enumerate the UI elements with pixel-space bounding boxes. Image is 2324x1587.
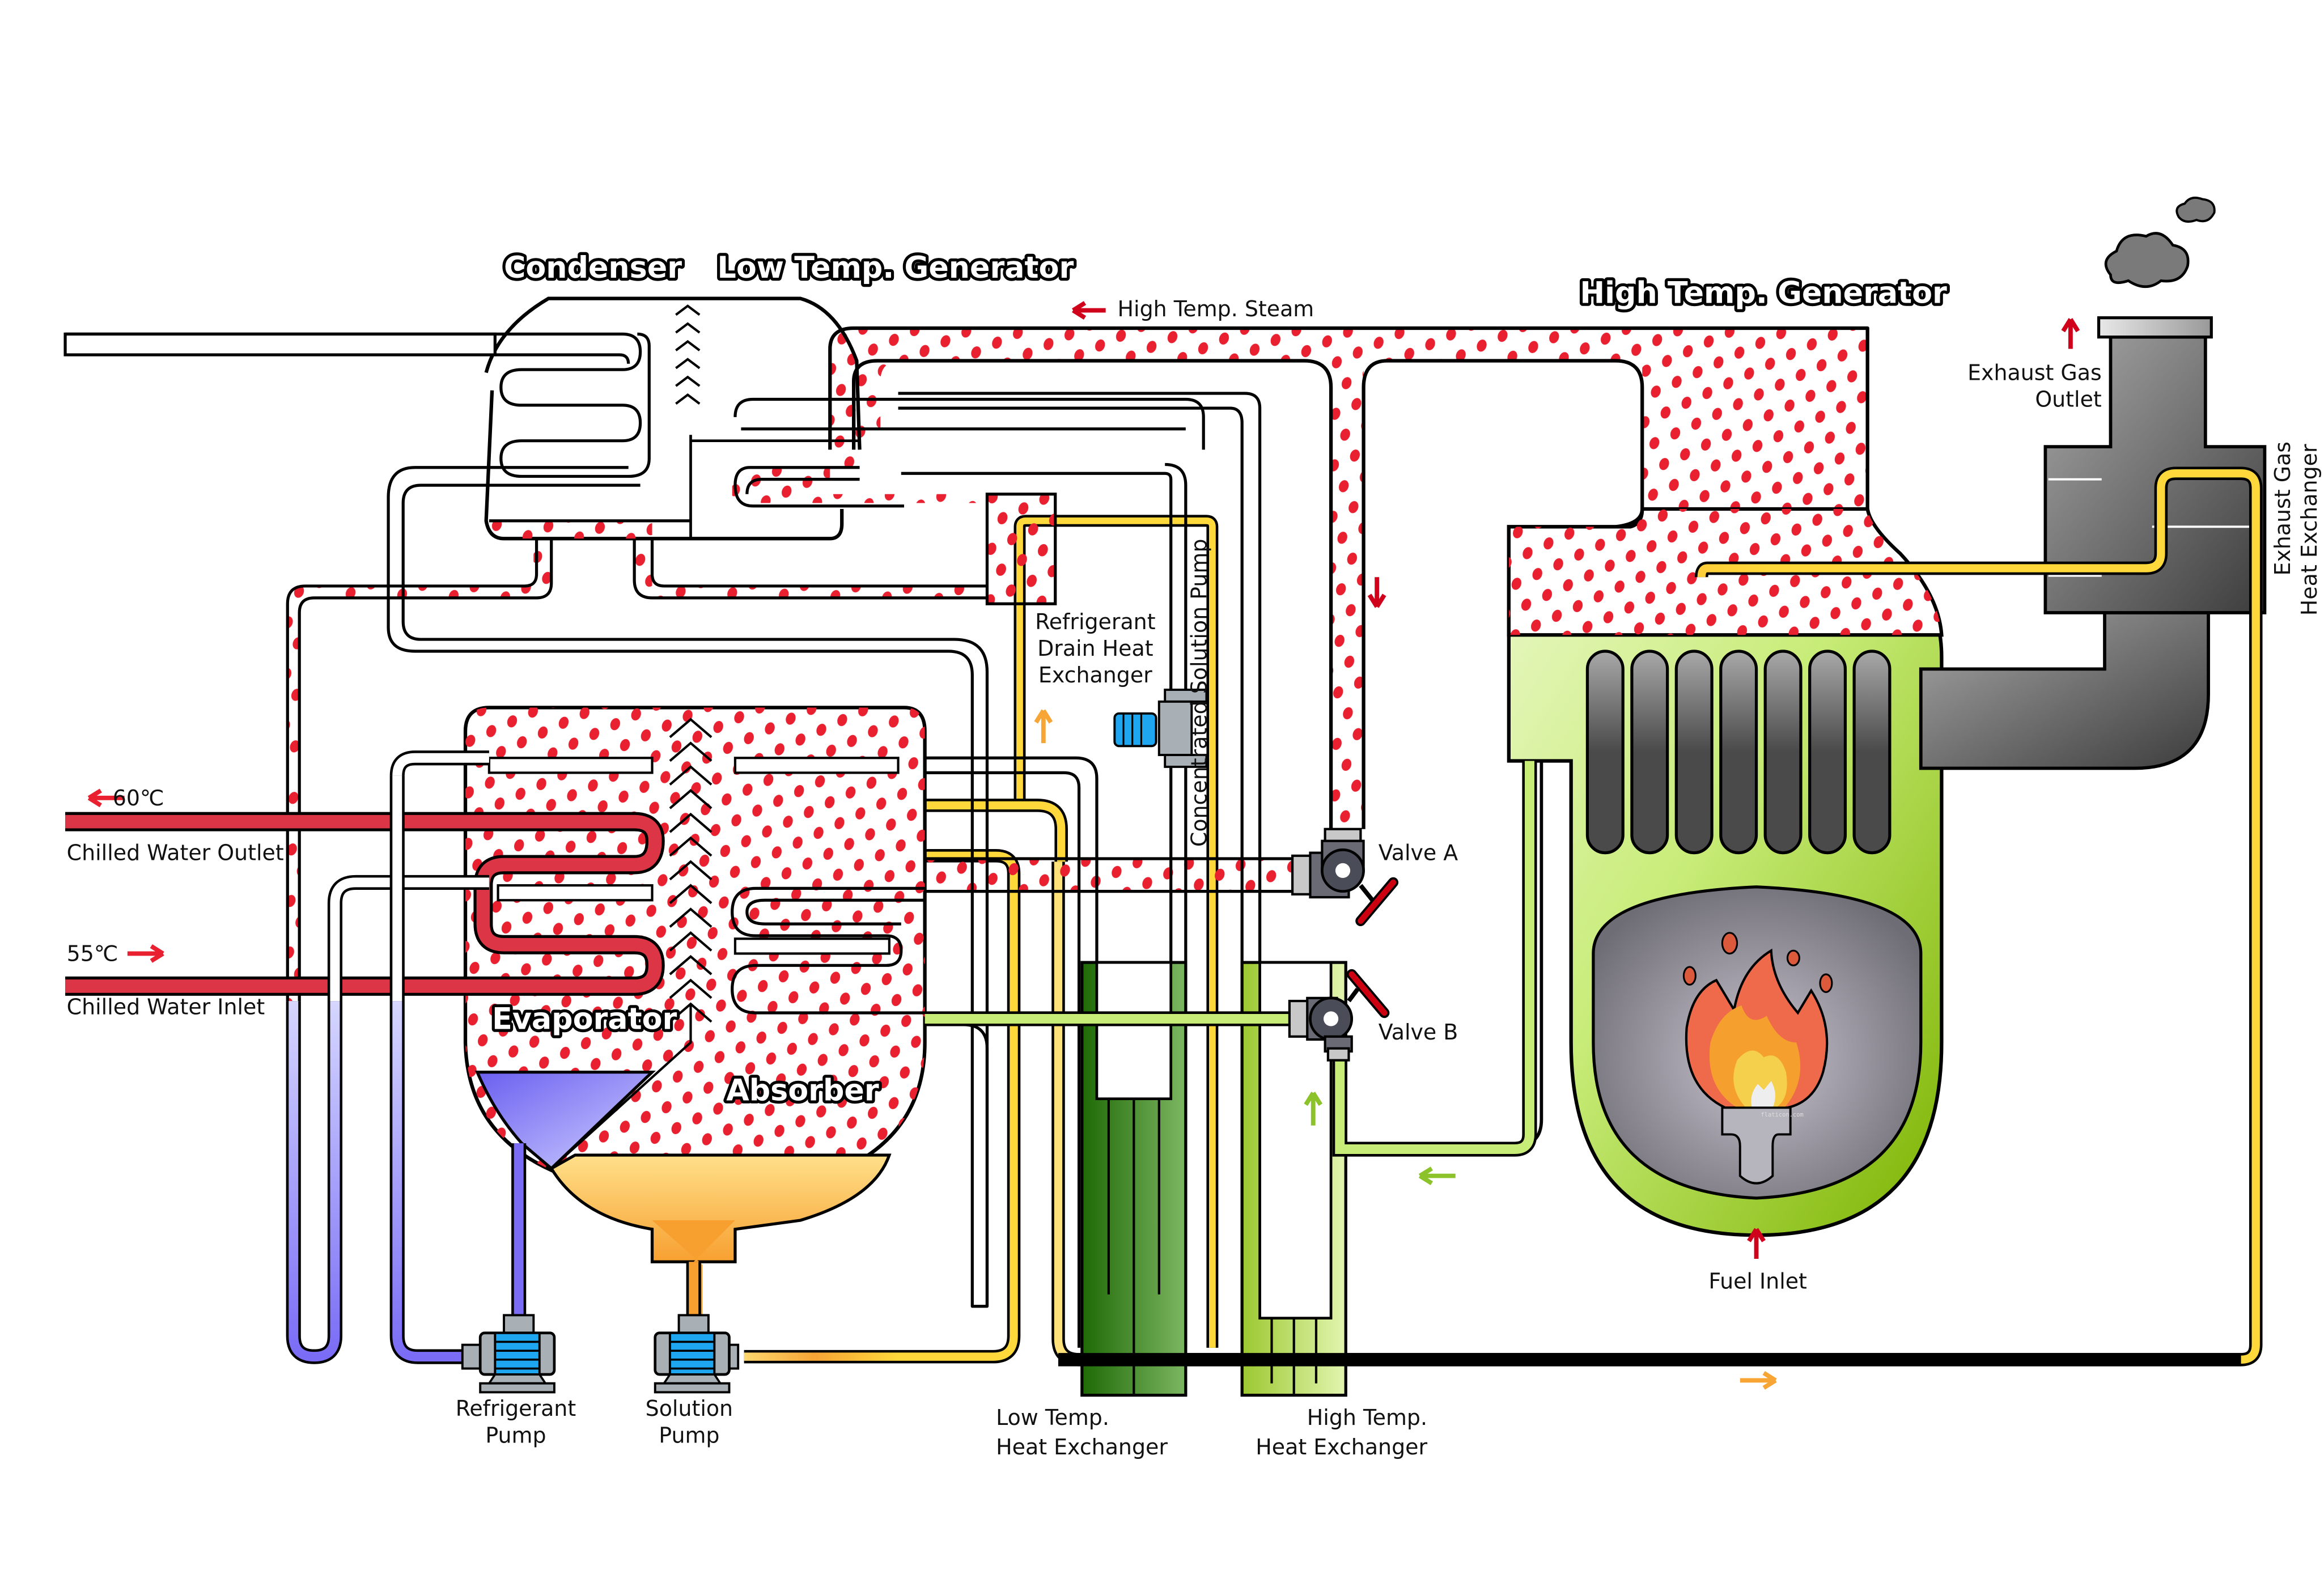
flame-icon: flaticon.com — [1682, 932, 1833, 1185]
valve-a-icon[interactable] — [1291, 828, 1399, 927]
arrow-up-icon — [1304, 1092, 1323, 1126]
refrigerant-drain-hx-label-1: Refrigerant — [1035, 609, 1156, 634]
fuel-inlet-label: Fuel Inlet — [1708, 1268, 1807, 1293]
valve-b-icon[interactable] — [1288, 969, 1390, 1062]
exhaust-hx-label-1: Exhaust Gas — [2270, 442, 2295, 576]
low-temp-heat-exchanger — [1080, 961, 1188, 1397]
exhaust-gas-outlet-label-1: Exhaust Gas — [1967, 360, 2102, 385]
ht-hx-label-2: Heat Exchanger — [1256, 1435, 1427, 1459]
condenser-shell — [63, 296, 1262, 1348]
chilled-water-outlet-label: Chilled Water Outlet — [67, 841, 284, 865]
arrow-left-icon — [87, 788, 125, 808]
high-temp-generator-title: High Temp. Generator — [1580, 276, 1947, 311]
condenser-baffles — [675, 304, 701, 405]
inlet-temperature: 55℃ — [67, 941, 118, 966]
evaporator-title: Evaporator — [492, 1002, 677, 1037]
refrigerant-pump-icon[interactable] — [461, 1314, 556, 1394]
valve-b-label: Valve B — [1379, 1020, 1458, 1045]
outlet-temperature: 60℃ — [113, 786, 164, 811]
refrigerant-drain-hx-label-2: Drain Heat — [1037, 636, 1153, 661]
chilled-water-coil — [65, 812, 665, 996]
arrow-left-icon — [1418, 1166, 1456, 1186]
refrigerant-drain-heat-exchanger — [985, 493, 1057, 605]
flow-arrows — [87, 301, 2080, 1390]
valve-a-label: Valve A — [1379, 841, 1458, 865]
tube-bank — [1585, 650, 1892, 855]
arrow-right-icon — [1740, 1371, 1777, 1390]
concentrated-solution-pump-label: Concentrated Solution Pump — [1186, 539, 1211, 847]
concentrated-solution-pump-icon[interactable] — [1113, 689, 1208, 768]
smoke-cloud-icon — [2104, 196, 2216, 288]
lt-hx-label-2: Heat Exchanger — [996, 1435, 1168, 1459]
lt-hx-label-1: Low Temp. — [996, 1405, 1109, 1430]
refrigerant-pump-label-1: Refrigerant — [456, 1396, 576, 1421]
arrow-up-icon — [1747, 1228, 1766, 1259]
absorber-title: Absorber — [726, 1073, 879, 1107]
refrigerant-liquid-pipes — [286, 750, 701, 1364]
eliminator-chevrons — [550, 718, 713, 1170]
solution-pump-label-1: Solution — [646, 1396, 733, 1421]
arrow-down-icon — [1367, 577, 1386, 608]
low-temp-generator-title: Low Temp. Generator — [718, 251, 1074, 285]
arrow-up-icon — [2061, 318, 2080, 349]
refrigerant-drain-hx-label-3: Exchanger — [1038, 663, 1152, 688]
arrow-up-icon — [1034, 709, 1053, 744]
arrow-left-icon — [1072, 301, 1106, 320]
spray-headers — [487, 757, 900, 955]
solution-pump-icon[interactable] — [654, 1314, 740, 1394]
high-temp-steam-label: High Temp. Steam — [1118, 296, 1314, 321]
exhaust-gas-outlet-label-2: Outlet — [2035, 387, 2101, 412]
chilled-water-inlet-label: Chilled Water Inlet — [67, 995, 265, 1020]
solution-pump-label-2: Pump — [659, 1423, 719, 1448]
watermark: flaticon.com — [1761, 1111, 1803, 1118]
solution-pipe-network — [722, 466, 2263, 1367]
ht-hx-label-1: High Temp. — [1307, 1405, 1427, 1430]
exhaust-gas-heat-exchanger — [1919, 316, 2267, 770]
condenser-title: Condenser — [504, 251, 682, 285]
high-temp-generator: flaticon.com — [1351, 507, 1944, 1237]
arrow-right-icon — [127, 944, 164, 963]
refrigerant-pump-label-2: Pump — [485, 1423, 546, 1448]
hot-water-green-pipes — [924, 761, 1537, 1157]
exhaust-hx-label-2: Heat Exchanger — [2297, 444, 2322, 616]
